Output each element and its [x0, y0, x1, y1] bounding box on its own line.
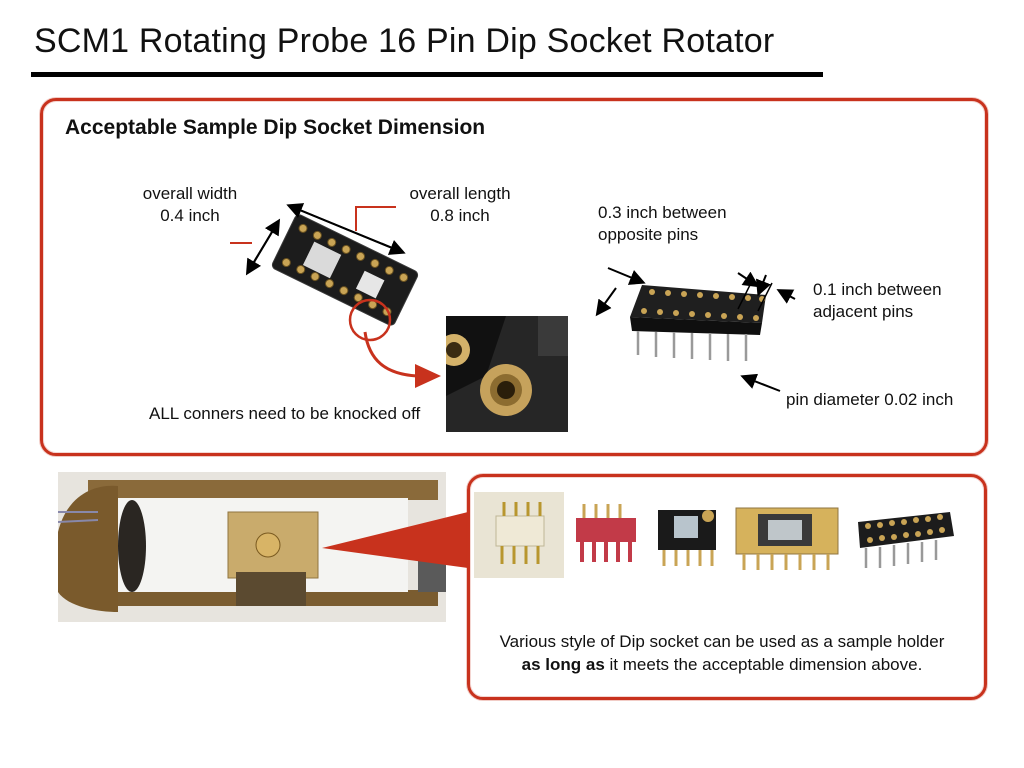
black-chip-socket-photo — [652, 492, 722, 578]
opposite-pins-label: 0.3 inch between opposite pins — [598, 203, 727, 244]
black-dip-socket-photo — [850, 492, 960, 578]
dimension-panel — [40, 98, 988, 456]
zoom-arrow — [363, 331, 441, 388]
slide-title: SCM1 Rotating Probe 16 Pin Dip Socket Ro… — [34, 22, 775, 60]
socket-variants-panel — [467, 474, 987, 700]
pin-diameter-label: pin diameter 0.02 inch — [786, 390, 954, 409]
variants-caption: Various style of Dip socket can be used … — [499, 632, 945, 674]
probe-rotator-photo — [58, 472, 446, 622]
white-dip-socket-photo — [474, 492, 564, 578]
gold-ceramic-package-photo — [728, 492, 846, 578]
red-dip-socket-photo — [570, 492, 646, 578]
socket-corner-closeup-photo — [446, 316, 568, 432]
corner-note: ALL conners need to be knocked off — [149, 404, 421, 423]
title-underline — [31, 72, 823, 77]
socket-top-view-diagram — [230, 203, 419, 342]
adjacent-pins-label: 0.1 inch between adjacent pins — [813, 280, 942, 321]
overall-width-label: overall width 0.4 inch — [142, 184, 238, 225]
section-heading: Acceptable Sample Dip Socket Dimension — [65, 116, 486, 139]
overall-length-label: overall length 0.8 inch — [409, 184, 511, 225]
socket-side-view-diagram — [595, 267, 796, 392]
socket-callout-arrow — [322, 512, 468, 568]
